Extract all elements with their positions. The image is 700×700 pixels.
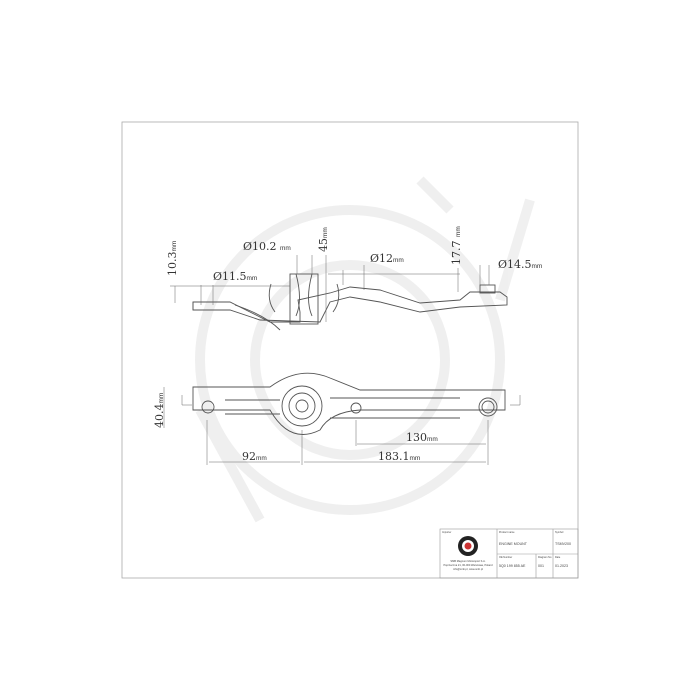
dim-diameter-14-5: Ø14.5mm bbox=[498, 258, 542, 271]
dim-height-10-3: 10.3mm bbox=[166, 241, 179, 276]
dim-diameter-11-5: Ø11.5mm bbox=[213, 270, 257, 283]
dim-height-45: 45mm bbox=[317, 227, 330, 252]
symbol-label: Symbol bbox=[555, 531, 564, 534]
dim-height-17-7: 17.7 mm bbox=[450, 226, 463, 265]
title-block bbox=[439, 528, 579, 579]
dim-diameter-12: Ø12mm bbox=[370, 252, 404, 265]
date-label: Date bbox=[555, 556, 561, 559]
dim-length-183-1: 183.1mm bbox=[378, 450, 420, 463]
dim-diameter-10-2: Ø10.2 mm bbox=[243, 240, 291, 253]
side-view bbox=[192, 273, 508, 331]
dim-width-40-4: 40.4mm bbox=[153, 393, 166, 428]
date: 01.2023 bbox=[555, 564, 568, 568]
product-name-label: Product name bbox=[499, 531, 515, 534]
dim-length-92: 92mm bbox=[242, 450, 267, 463]
side-view-dimension-lines bbox=[170, 255, 490, 322]
diagram-no: 001 bbox=[538, 564, 544, 568]
product-name: ENGINE MOUNT bbox=[499, 542, 528, 546]
company-line-3: info@smb.pl, www.smb.pl bbox=[453, 567, 483, 571]
top-view bbox=[192, 372, 506, 435]
watermark-logo bbox=[195, 176, 535, 523]
drawing-frame bbox=[121, 121, 579, 579]
top-view-dimension-lines bbox=[163, 387, 521, 465]
symbol: TSMV200 bbox=[555, 542, 571, 546]
dim-length-130: 130mm bbox=[406, 431, 438, 444]
company-line-1: SMB Magnum Motorsport S.A. bbox=[450, 559, 485, 563]
oe-number-label: OE Number bbox=[499, 556, 512, 559]
company-logo bbox=[458, 536, 478, 556]
diagram-no-label: Diagram No bbox=[538, 556, 552, 559]
importer-label: Importer bbox=[442, 531, 451, 534]
oe-number: 5Q0 199 855 AE bbox=[499, 564, 526, 568]
company-line-2: Poprzeczna 21, 00-000 Warszawa, Poland bbox=[443, 563, 493, 567]
